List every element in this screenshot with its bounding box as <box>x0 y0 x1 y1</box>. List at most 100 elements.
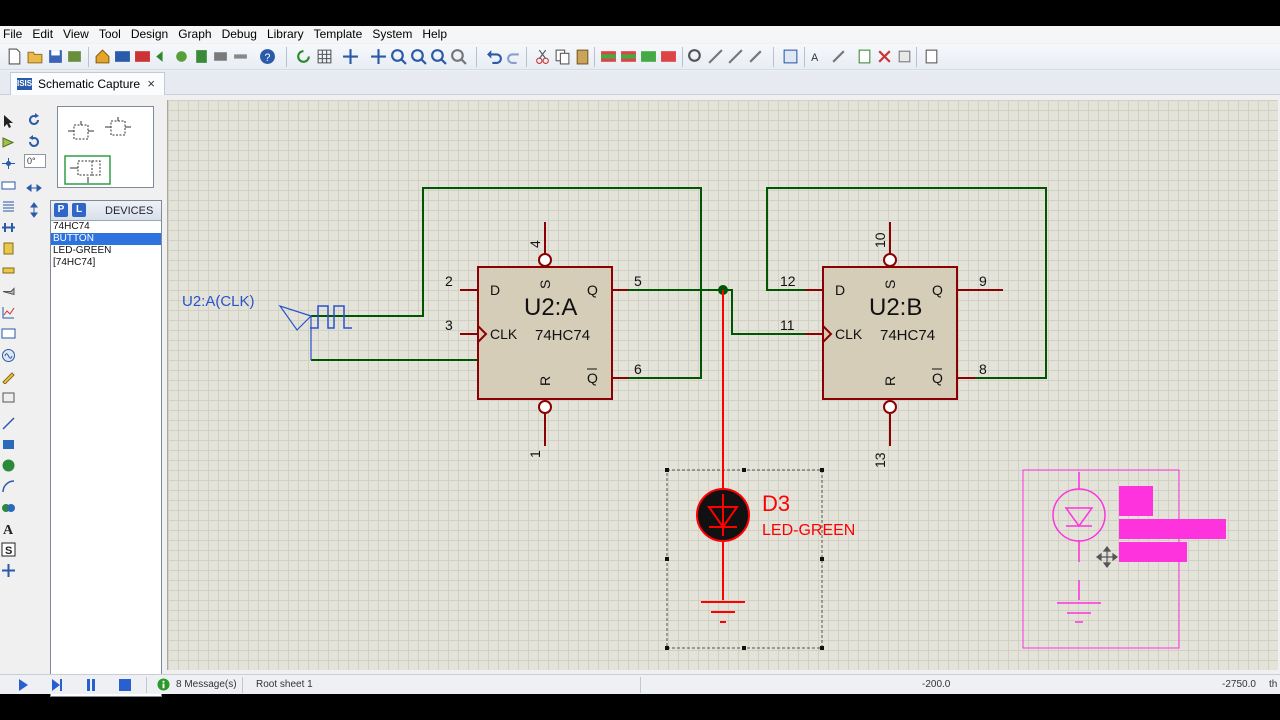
import-icon[interactable] <box>66 48 83 65</box>
report-icon[interactable] <box>923 48 940 65</box>
zoom-all-icon[interactable] <box>430 48 447 65</box>
mirror-vertical-icon[interactable] <box>26 202 42 218</box>
property-tool-icon[interactable] <box>830 48 847 65</box>
step-icon[interactable] <box>50 678 64 692</box>
clock-generator[interactable]: U2:A(CLK) <box>182 293 352 360</box>
device-item-74hc74[interactable]: 74HC74 <box>53 221 90 232</box>
refresh-icon[interactable] <box>295 48 312 65</box>
open-folder-icon[interactable] <box>27 48 44 65</box>
remove-sheet-icon[interactable] <box>876 48 893 65</box>
new-file-icon[interactable] <box>6 48 23 65</box>
wire-autoroute-icon[interactable] <box>782 48 799 65</box>
mirror-horizontal-icon[interactable] <box>26 180 42 196</box>
block-rotate-icon[interactable] <box>640 48 657 65</box>
block-delete-icon[interactable] <box>660 48 677 65</box>
menu-library[interactable]: Library <box>266 27 304 41</box>
pick-devices-button[interactable]: P <box>54 203 68 217</box>
bus-mode-icon[interactable] <box>1 220 16 235</box>
rotate-ccw-icon[interactable] <box>26 134 42 150</box>
paste-icon[interactable] <box>574 48 591 65</box>
pan-icon[interactable] <box>370 48 387 65</box>
zoom-area-icon[interactable] <box>450 48 467 65</box>
messages-count[interactable]: 8 Message(s) <box>176 679 237 690</box>
menu-template[interactable]: Template <box>313 27 363 41</box>
component-icon[interactable] <box>173 48 190 65</box>
marker-tool-icon[interactable] <box>1 563 16 578</box>
tape-recorder-icon[interactable] <box>1 326 16 341</box>
box-tool-icon[interactable] <box>1 437 16 452</box>
zoom-out-icon[interactable] <box>410 48 427 65</box>
play-icon[interactable] <box>16 678 30 692</box>
bom-icon[interactable] <box>193 48 210 65</box>
line-tool-icon[interactable] <box>1 416 16 431</box>
tab-schematic-capture[interactable]: ISIS Schematic Capture × <box>10 72 165 95</box>
back-icon[interactable] <box>153 48 170 65</box>
library-manager-button[interactable]: L <box>72 203 86 217</box>
undo-icon[interactable] <box>486 48 503 65</box>
new-sheet-icon[interactable] <box>856 48 873 65</box>
menu-graph[interactable]: Graph <box>178 27 212 41</box>
close-icon[interactable]: × <box>147 76 155 91</box>
menu-file[interactable]: File <box>3 27 23 41</box>
rotation-angle-field[interactable]: 0° <box>24 154 46 168</box>
component-mode-icon[interactable] <box>1 135 16 150</box>
menu-debug[interactable]: Debug <box>221 27 257 41</box>
menu-view[interactable]: View <box>63 27 89 41</box>
virtual-instruments-icon[interactable] <box>1 390 16 405</box>
wire-label-mode-icon[interactable] <box>1 178 16 193</box>
u2a-flipflop[interactable]: U2:A 74HC74 D CLK Q Q S R 2 3 5 6 4 1 <box>445 222 642 458</box>
origin-icon[interactable] <box>342 48 359 65</box>
led-d3[interactable]: D3 LED-GREEN <box>665 290 855 650</box>
voltage-probe-icon[interactable] <box>1 369 16 384</box>
decompose-icon[interactable] <box>747 48 764 65</box>
search-tag-icon[interactable]: A <box>810 48 827 65</box>
redo-icon[interactable] <box>506 48 523 65</box>
overview-window[interactable] <box>57 106 154 188</box>
ares-icon[interactable] <box>134 48 151 65</box>
menu-edit[interactable]: Edit <box>32 27 54 41</box>
device-item-led-green[interactable]: LED-GREEN <box>53 245 112 256</box>
generator-mode-icon[interactable] <box>1 348 16 363</box>
gerber-icon[interactable] <box>232 48 249 65</box>
menu-system[interactable]: System <box>372 27 413 41</box>
zoom-in-icon[interactable] <box>390 48 407 65</box>
u2a-pin-q-label: Q <box>587 282 598 298</box>
subcircuit-mode-icon[interactable] <box>1 241 16 256</box>
make-device-icon[interactable] <box>707 48 724 65</box>
block-copy-icon[interactable] <box>600 48 617 65</box>
text-script-mode-icon[interactable] <box>1 199 16 214</box>
arc-tool-icon[interactable] <box>1 479 16 494</box>
rotate-cw-icon[interactable] <box>26 112 42 128</box>
menu-tool[interactable]: Tool <box>98 27 121 41</box>
stop-icon[interactable] <box>118 678 132 692</box>
copy-icon[interactable] <box>554 48 571 65</box>
device-item-button[interactable]: BUTTON <box>51 233 161 245</box>
pause-icon[interactable] <box>84 678 98 692</box>
schematic-canvas[interactable]: U2:A(CLK) U2:A 74HC74 D CLK Q Q <box>167 100 1278 670</box>
home-icon[interactable] <box>94 48 111 65</box>
text-tool-icon[interactable]: A <box>1 521 16 536</box>
cut-icon[interactable] <box>534 48 551 65</box>
junction-mode-icon[interactable] <box>1 156 16 171</box>
netlist-icon[interactable] <box>212 48 229 65</box>
help-icon[interactable]: ? <box>259 48 276 65</box>
selection-mode-icon[interactable] <box>1 114 16 129</box>
u2b-flipflop[interactable]: U2:B 74HC74 D CLK Q Q S R 12 11 9 8 10 1… <box>780 222 1003 468</box>
device-item-74hc74-alt[interactable]: [74HC74] <box>53 257 96 268</box>
pin-mode-icon[interactable] <box>1 284 16 299</box>
grid-icon[interactable] <box>316 48 333 65</box>
isis-icon[interactable] <box>114 48 131 65</box>
terminals-mode-icon[interactable] <box>1 263 16 278</box>
path-tool-icon[interactable] <box>1 500 16 515</box>
wires <box>311 187 1047 379</box>
symbol-tool-icon[interactable]: S <box>1 542 16 557</box>
block-move-icon[interactable] <box>620 48 637 65</box>
circle-tool-icon[interactable] <box>1 458 16 473</box>
package-tool-icon[interactable] <box>727 48 744 65</box>
exit-parent-icon[interactable] <box>896 48 913 65</box>
menu-design[interactable]: Design <box>130 27 169 41</box>
menu-help[interactable]: Help <box>422 27 448 41</box>
save-icon[interactable] <box>47 48 64 65</box>
pick-device-icon[interactable] <box>687 48 704 65</box>
graph-mode-icon[interactable] <box>1 305 16 320</box>
